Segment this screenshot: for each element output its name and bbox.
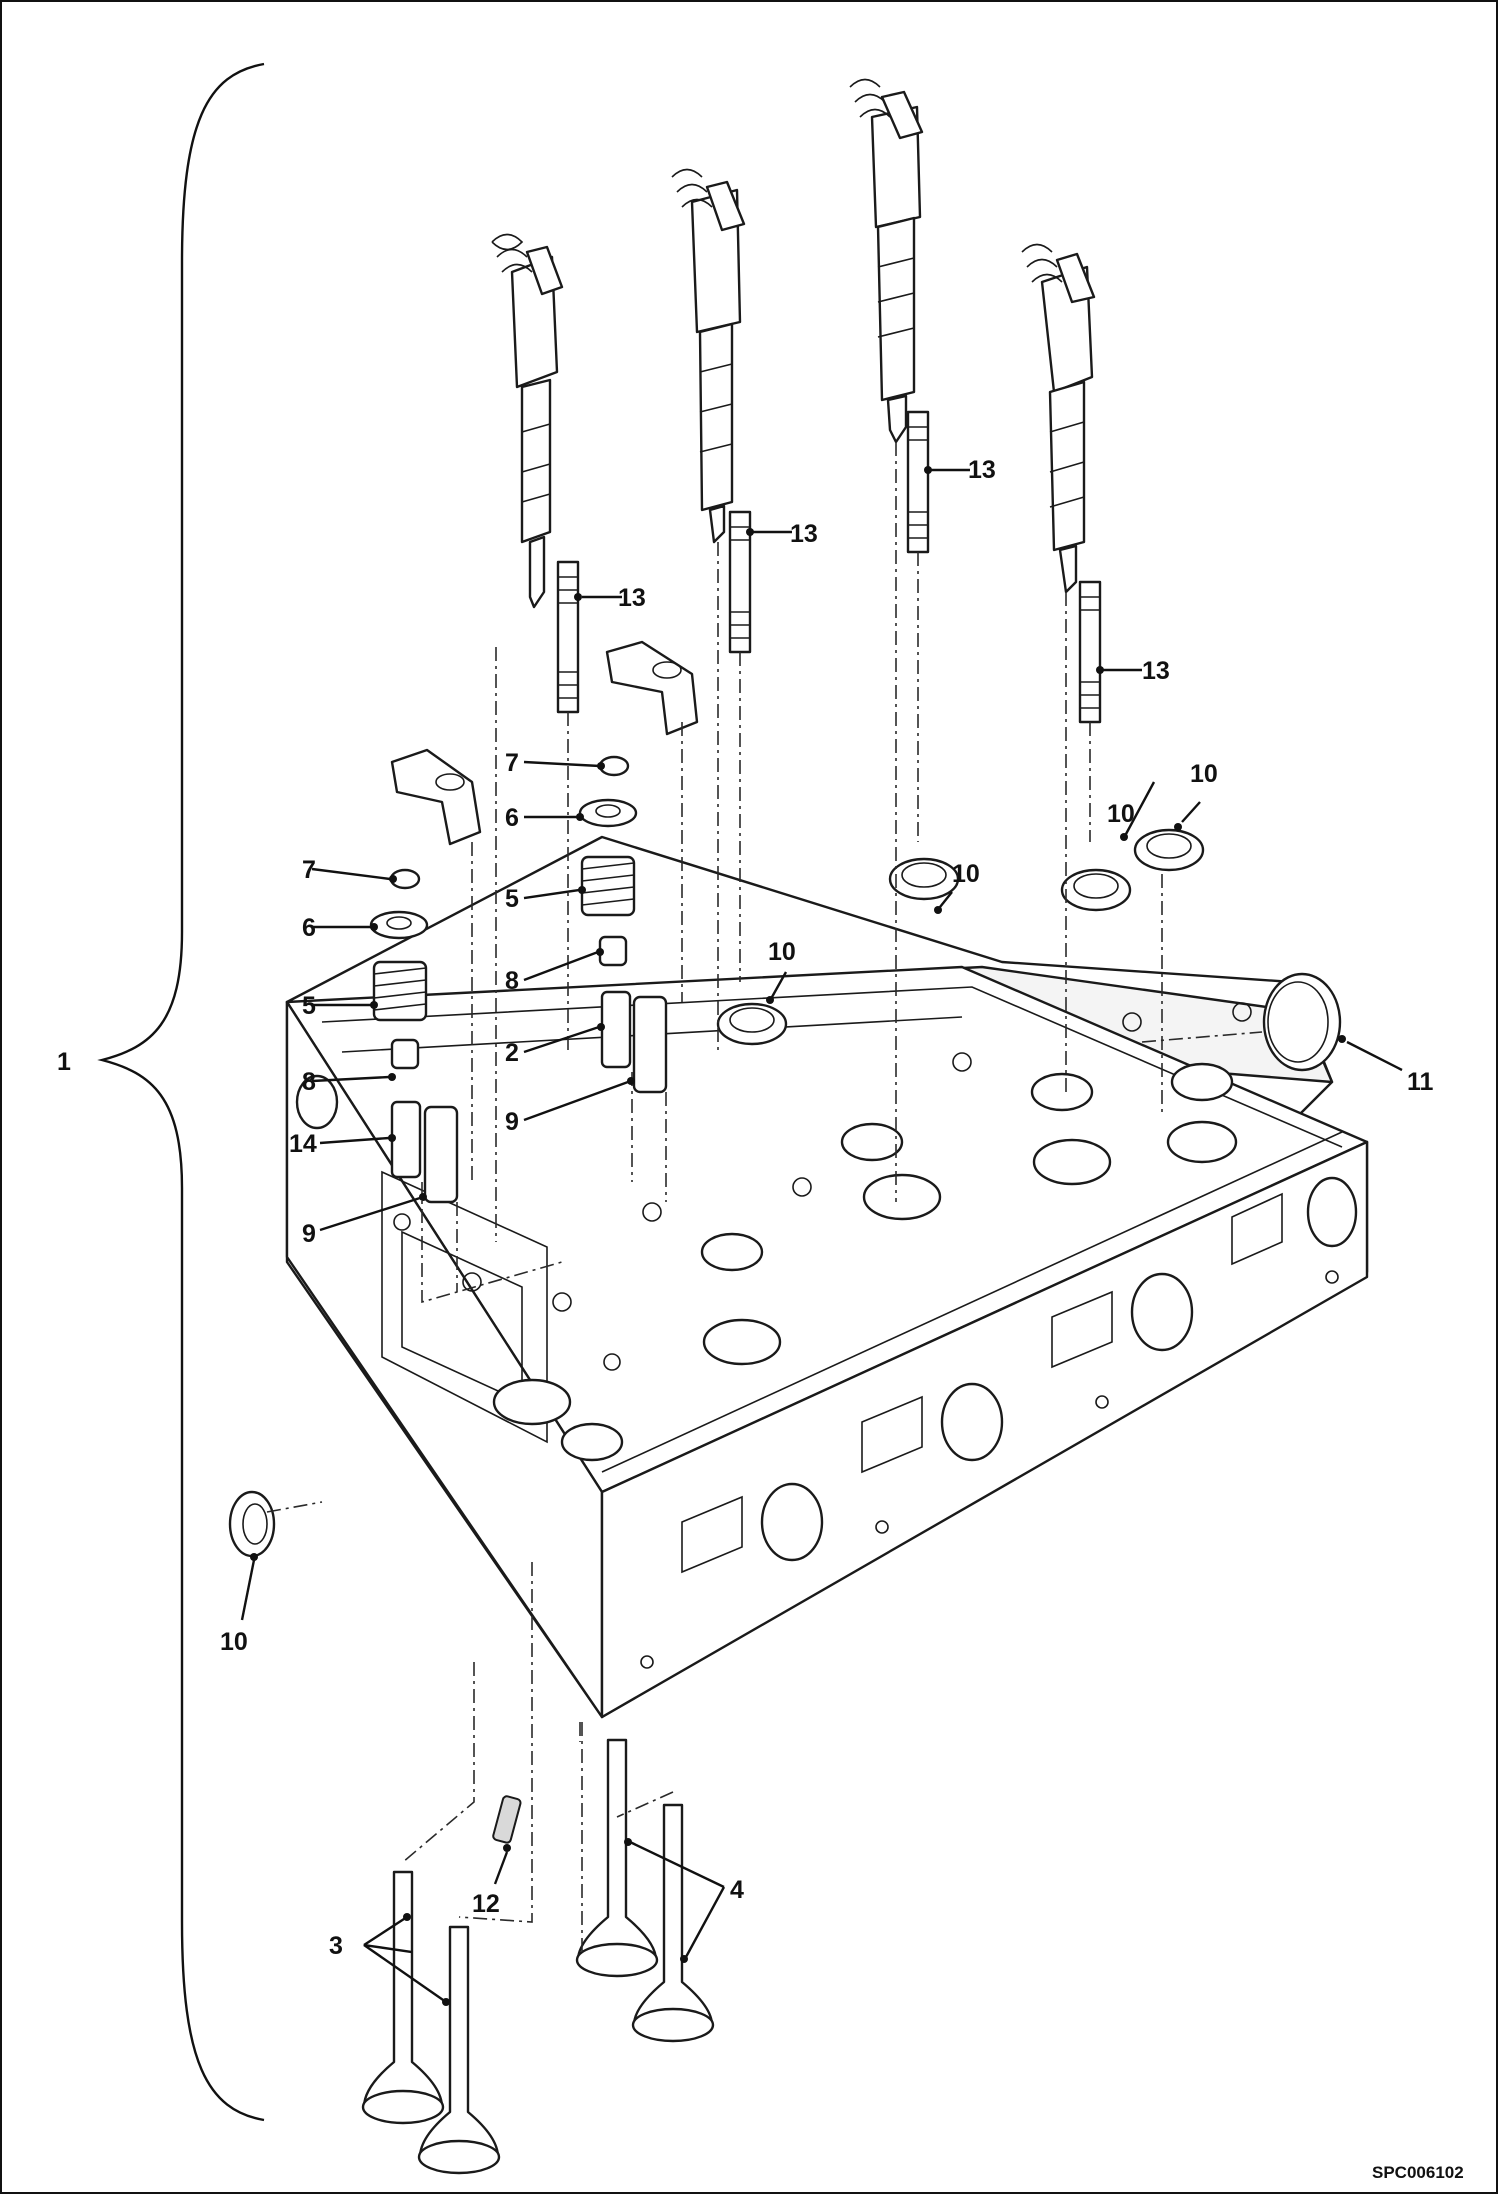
callout-13-d: 13 xyxy=(1142,657,1170,685)
callout-10-e: 10 xyxy=(220,1628,248,1656)
callout-8-right: 8 xyxy=(505,967,519,995)
injector-3 xyxy=(849,78,924,444)
stud-1 xyxy=(556,560,580,714)
callout-7-left: 7 xyxy=(302,856,316,884)
callout-10-b: 10 xyxy=(1107,800,1135,828)
callout-12: 12 xyxy=(472,1890,500,1918)
stud-3 xyxy=(906,410,930,554)
callout-3: 3 xyxy=(329,1932,343,1960)
callout-5-left: 5 xyxy=(302,992,316,1020)
callout-7-right: 7 xyxy=(505,749,519,777)
small-stud xyxy=(492,1795,522,1844)
valve-stack-left xyxy=(369,868,459,1204)
injector-1 xyxy=(491,233,564,609)
exhaust-valves xyxy=(575,1738,715,2043)
callout-6-right: 6 xyxy=(505,804,519,832)
group-brace xyxy=(97,62,265,2122)
stud-4 xyxy=(1078,580,1102,724)
callout-13-b: 13 xyxy=(790,520,818,548)
valve-bridge-left xyxy=(390,748,482,846)
stud-2 xyxy=(728,510,752,654)
callout-10-a: 10 xyxy=(1190,760,1218,788)
callout-8-left: 8 xyxy=(302,1068,316,1096)
callout-10-c: 10 xyxy=(952,860,980,888)
valve-seats xyxy=(492,1062,1238,1462)
callout-14: 14 xyxy=(289,1130,317,1158)
callout-11: 11 xyxy=(1407,1068,1434,1096)
callout-1: 1 xyxy=(57,1048,71,1076)
callout-numbers: 1 13 13 13 13 10 10 10 10 10 11 12 3 4 7… xyxy=(57,456,1434,1960)
callout-10-d: 10 xyxy=(768,938,796,966)
leader-lines xyxy=(240,466,1403,2006)
callout-9-right: 9 xyxy=(505,1108,519,1136)
valve-bridge-right xyxy=(605,640,699,736)
callout-4: 4 xyxy=(730,1876,744,1904)
callout-2: 2 xyxy=(505,1039,519,1067)
injector-4 xyxy=(1021,243,1096,594)
callout-13-a: 13 xyxy=(618,584,646,612)
plug xyxy=(1262,972,1342,1072)
assembly-centerlines xyxy=(266,442,1263,1952)
callout-9-left: 9 xyxy=(302,1220,316,1248)
callout-13-c: 13 xyxy=(968,456,996,484)
callout-6-left: 6 xyxy=(302,914,316,942)
injector-2 xyxy=(671,168,746,544)
drawing-code: SPC006102 xyxy=(1372,2163,1464,2182)
callout-5-right: 5 xyxy=(505,885,519,913)
cylinder-head-block xyxy=(285,835,1369,1719)
intake-valves xyxy=(361,1870,501,2175)
